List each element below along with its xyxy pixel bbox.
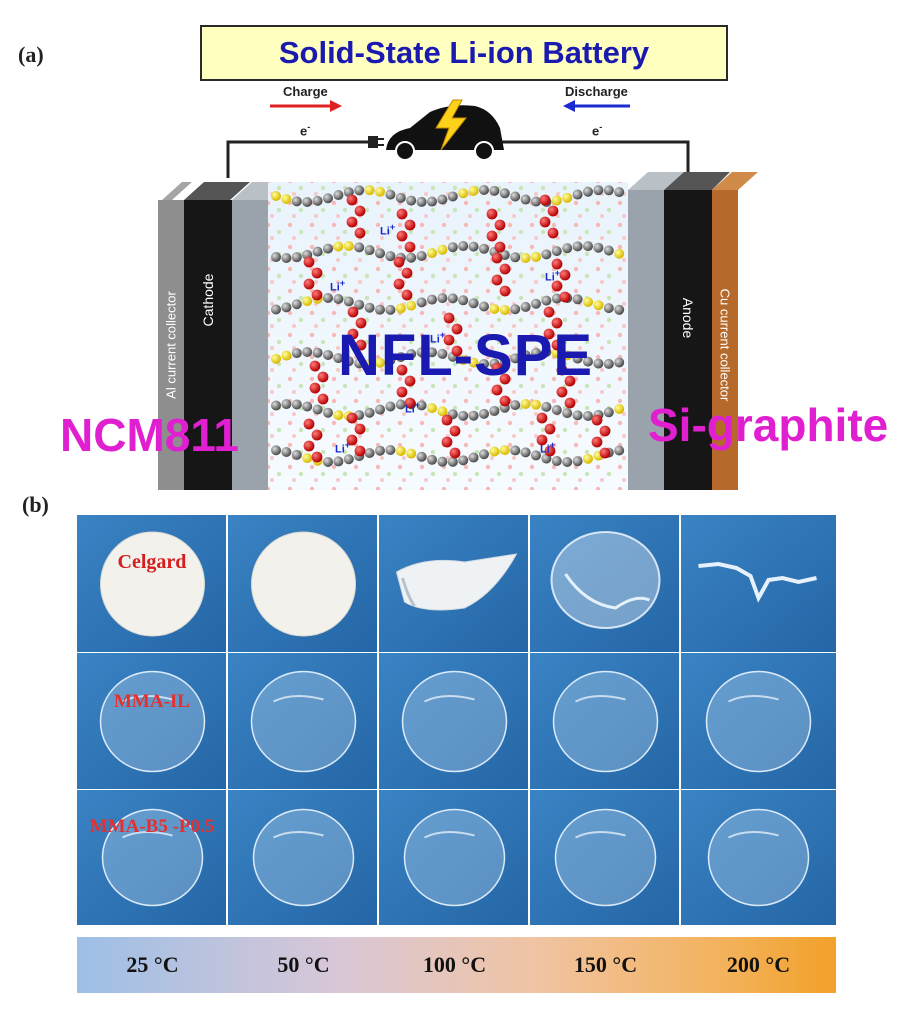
- sample-photo: [77, 653, 226, 789]
- discharge-arrow: [563, 100, 630, 112]
- al-current-collector: [158, 200, 184, 490]
- li-ion-label: Li+: [430, 330, 446, 346]
- temperature-label: 50 °C: [277, 952, 330, 977]
- li-ion-label: Li+: [335, 440, 351, 456]
- temperature-label: 150 °C: [573, 952, 638, 977]
- temperature-label: 25 °C: [126, 952, 179, 977]
- sample-photo: [530, 653, 679, 789]
- cathode-label: Cathode: [200, 273, 216, 327]
- discharge-label: Discharge: [565, 84, 628, 99]
- cu-current-collector: [712, 190, 738, 490]
- electric-car-icon: [386, 99, 504, 161]
- plug-icon: [368, 136, 384, 148]
- li-ion-label: Li+: [540, 440, 556, 456]
- panel-a-label: (a): [18, 42, 44, 67]
- anode-layer: [664, 190, 712, 490]
- anode-material-label: Si-graphite: [648, 399, 889, 451]
- sample-row-label: MMA-IL: [114, 691, 190, 712]
- electrolyte-label: NFL-SPE: [338, 323, 594, 388]
- sample-row-label: Celgard: [117, 551, 187, 573]
- sample-photo: [530, 515, 679, 652]
- sample-photo: [379, 515, 528, 652]
- temperature-label: 100 °C: [422, 952, 487, 977]
- anode-label: Anode: [680, 297, 696, 339]
- li-ion-label: Li+: [380, 222, 396, 238]
- sample-row-label: MMA-B5 -P0.5: [89, 816, 215, 837]
- battery-diagram: [158, 99, 758, 490]
- li-ion-label: Li+: [545, 268, 561, 284]
- sample-photo: [681, 653, 836, 789]
- title-box: Solid-State Li-ion Battery: [200, 25, 728, 81]
- charge-label: Charge: [283, 84, 328, 99]
- al-collector-label: Al current collector: [163, 291, 179, 399]
- cathode-material-label: NCM811: [60, 409, 239, 461]
- wire-right: [497, 140, 690, 180]
- li-ion-label: Li+: [405, 400, 421, 416]
- li-ion-label: Li+: [330, 278, 346, 294]
- sample-photo: [379, 653, 528, 789]
- electron-left-label: e-: [300, 122, 311, 139]
- panel-b-label: (b): [22, 492, 49, 517]
- charge-arrow: [270, 100, 342, 112]
- wire-left: [226, 140, 370, 178]
- cathode-layer: [184, 200, 232, 490]
- electron-right-label: e-: [592, 122, 603, 139]
- sample-photo: [77, 790, 226, 925]
- sample-photo: [530, 790, 679, 925]
- cu-collector-label: Cu current collector: [717, 288, 733, 402]
- temperature-label: 200 °C: [726, 952, 791, 977]
- sample-photo: [379, 790, 528, 925]
- sample-photo: [228, 790, 377, 925]
- sample-photo: [681, 790, 836, 925]
- temperature-bar: 25 °C 50 °C 100 °C 150 °C 200 °C: [77, 937, 836, 993]
- sample-photo: [228, 653, 377, 789]
- polymer-chains: [271, 185, 625, 467]
- sample-photo: [228, 515, 377, 652]
- diagram-title: Solid-State Li-ion Battery: [278, 35, 650, 70]
- sample-photo: [681, 515, 836, 652]
- sample-photo: [77, 515, 226, 652]
